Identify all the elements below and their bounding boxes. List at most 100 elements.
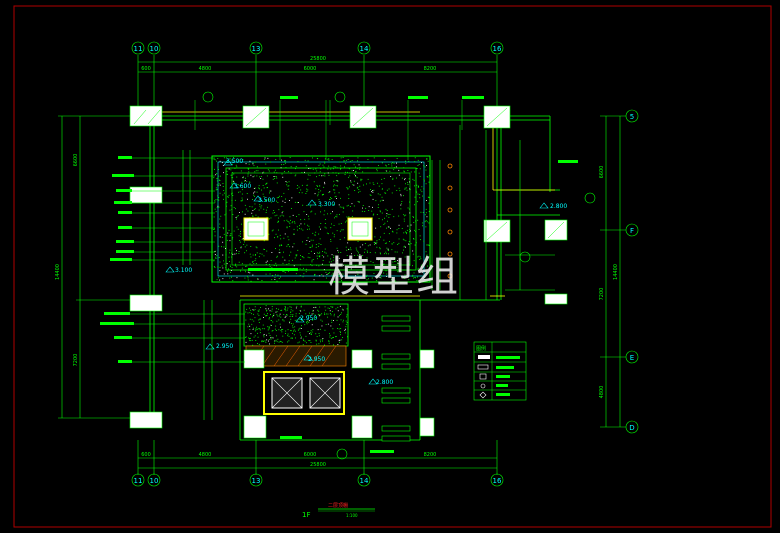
hatch-dot (392, 277, 393, 278)
hatch-dot (333, 236, 335, 238)
hatch-dot (388, 188, 390, 190)
hatch-dot (334, 196, 336, 198)
hatch-dot (291, 316, 293, 317)
hatch-dot (350, 268, 352, 270)
hatch-dot (252, 328, 254, 330)
hatch-dot (233, 207, 235, 208)
hatch-dot (379, 200, 381, 202)
hatch-dot (388, 216, 390, 218)
hatch-dot (258, 209, 260, 211)
hatch-dot (278, 229, 279, 231)
hatch-dot (324, 210, 326, 212)
hatch-dot (244, 180, 246, 182)
hatch-dot (339, 324, 340, 326)
hatch-dot (320, 211, 321, 213)
hatch-dot (329, 308, 331, 309)
hatch-dot (284, 309, 286, 310)
hatch-dot (410, 230, 411, 232)
hatch-dot (347, 265, 349, 267)
hatch-dot (388, 250, 389, 251)
hatch-dot (316, 252, 318, 254)
hatch-dot (330, 213, 332, 215)
hatch-dot (356, 177, 358, 179)
hatch-dot (315, 231, 317, 233)
hatch-dot (319, 238, 321, 240)
hatch-dot (213, 229, 215, 230)
hatch-dot (301, 172, 303, 173)
hatch-dot (333, 204, 334, 206)
elevation-label: 3.500 (226, 158, 243, 165)
hatch-dot (285, 330, 287, 332)
hatch-dot (344, 332, 346, 334)
hatch-dot (253, 310, 255, 311)
hatch-dot (366, 257, 368, 259)
hatch-dot (312, 168, 314, 170)
hatch-dot (265, 308, 267, 310)
hatch-dot (362, 171, 364, 173)
dim-right-seg: 4800 (599, 386, 605, 399)
hatch-dot (423, 165, 425, 167)
hatch-dot (317, 193, 319, 195)
hatch-dot (336, 214, 338, 216)
hatch-dot (315, 246, 317, 248)
hatch-dot (235, 217, 237, 218)
hatch-dot (343, 264, 344, 266)
hatch-dot (285, 181, 287, 182)
hatch-dot (340, 157, 342, 159)
hatch-dot (378, 185, 380, 187)
hatch-dot (261, 341, 263, 343)
hatch-dot (268, 328, 270, 330)
hatch-dot (272, 337, 274, 339)
hatch-dot (359, 254, 361, 256)
hatch-dot (403, 277, 404, 278)
main-ceiling (211, 155, 431, 283)
hatch-dot (253, 320, 255, 322)
hatch-dot (333, 225, 335, 226)
hatch-dot (248, 163, 250, 165)
hatch-dot (282, 319, 284, 321)
hatch-dot (218, 206, 220, 208)
hatch-dot (321, 274, 323, 276)
hatch-dot (305, 335, 307, 337)
hatch-dot (318, 189, 320, 190)
hatch-dot (293, 265, 295, 267)
hatch-dot (322, 175, 324, 177)
hatch-dot (293, 233, 295, 235)
hatch-dot (400, 204, 402, 206)
hatch-dot (344, 329, 346, 331)
hatch-dot (347, 187, 349, 189)
hatch-dot (249, 272, 251, 274)
hatch-dot (295, 168, 296, 170)
hatch-dot (324, 162, 326, 164)
hatch-dot (379, 248, 381, 250)
hatch-dot (252, 215, 253, 217)
hatch-dot (412, 178, 414, 180)
hatch-dot (279, 315, 280, 317)
hatch-dot (391, 192, 393, 194)
hatch-dot (292, 332, 293, 334)
hatch-dot (340, 273, 342, 274)
hatch-dot (339, 230, 341, 232)
hatch-dot (318, 253, 320, 254)
hatch-dot (327, 172, 329, 174)
hatch-dot (392, 261, 394, 263)
hatch-dot (285, 315, 287, 317)
hatch-dot (308, 218, 310, 220)
hatch-dot (272, 229, 274, 231)
hatch-dot (410, 171, 412, 173)
hatch-dot (270, 324, 272, 326)
hatch-dot (215, 199, 217, 201)
hatch-dot (269, 218, 270, 220)
hatch-dot (276, 255, 278, 257)
hatch-dot (405, 240, 407, 242)
hatch-dot (303, 211, 305, 213)
hatch-dot (305, 243, 307, 245)
hatch-dot (418, 172, 420, 174)
hatch-dot (223, 233, 225, 235)
hatch-dot (398, 174, 400, 176)
hatch-dot (387, 259, 389, 261)
hatch-dot (379, 210, 381, 212)
hatch-dot (382, 219, 383, 221)
hatch-dot (404, 178, 406, 180)
hatch-dot (343, 206, 345, 208)
